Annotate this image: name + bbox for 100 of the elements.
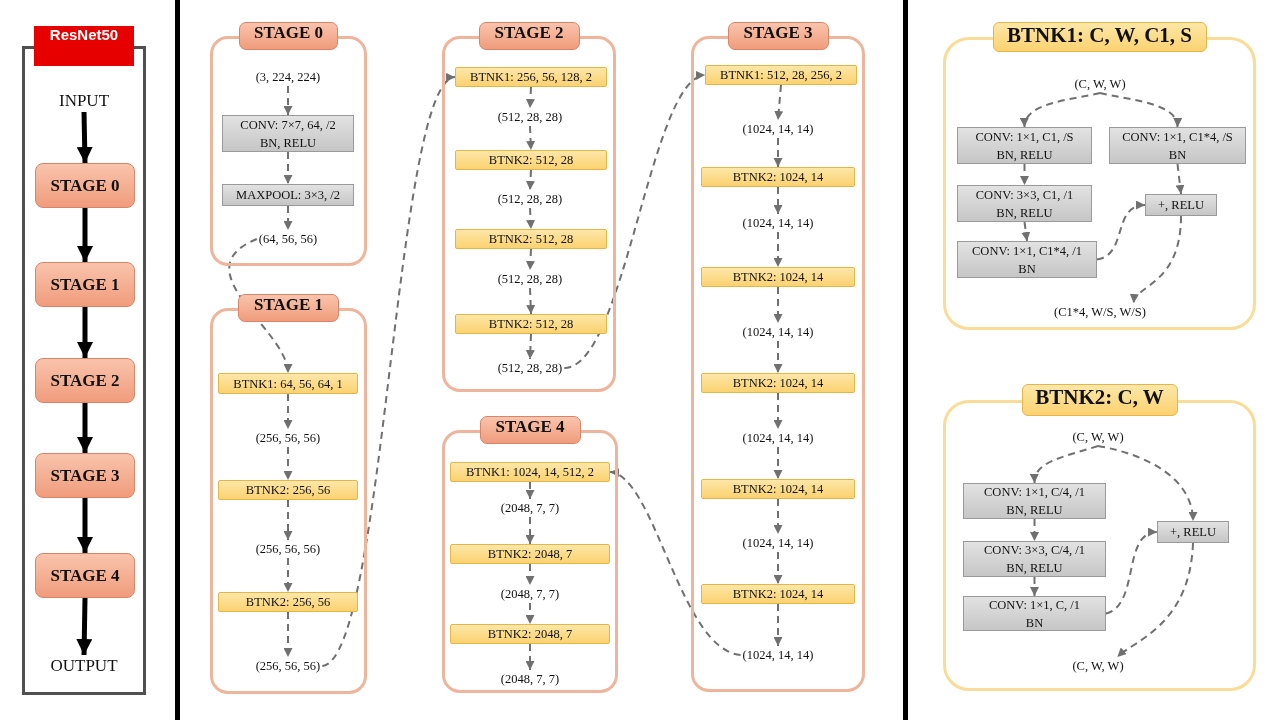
dashed-arrow [1116, 542, 1194, 658]
block-box: BTNK2: 1024, 14 [701, 373, 855, 393]
block-box: BTNK2: 1024, 14 [701, 167, 855, 187]
dashed-arrow [1131, 215, 1182, 304]
dashed-arrow [283, 205, 293, 231]
dashed-arrow [773, 286, 783, 324]
dashed-arrow [283, 85, 293, 116]
shape-label: (C, W, W) [1070, 428, 1126, 446]
shape-label: (1024, 14, 14) [740, 429, 816, 447]
shape-label: (1024, 14, 14) [740, 120, 816, 138]
dashed-arrow [773, 446, 783, 480]
block-box: BTNK2: 2048, 7 [450, 624, 610, 644]
shape-label: (C, W, W) [1072, 75, 1128, 93]
layer-box: CONV: 7×7, 64, /2 BN, RELU [222, 115, 354, 152]
shape-label: (3, 224, 224) [253, 68, 323, 86]
arrow [77, 403, 93, 453]
dashed-arrow [773, 392, 783, 430]
dashed-arrow [525, 86, 535, 109]
block-box: BTNK2: 1024, 14 [701, 584, 855, 604]
dashed-arrow [1030, 576, 1039, 597]
layer-box: CONV: 3×3, C1, /1 BN, RELU [957, 185, 1092, 222]
dashed-arrow [283, 446, 293, 481]
layer-box: CONV: 1×1, C1, /S BN, RELU [957, 127, 1092, 164]
dashed-arrow [773, 340, 783, 374]
shape-label: (2048, 7, 7) [498, 585, 562, 603]
stage-box: STAGE 0 [35, 163, 135, 208]
shape-label: (256, 56, 56) [253, 657, 323, 675]
shape-label: (2048, 7, 7) [498, 670, 562, 688]
dashed-arrow [1021, 221, 1031, 242]
dashed-arrow [773, 186, 783, 215]
block-box: BTNK2: 256, 56 [218, 592, 358, 612]
shape-label: (64, 56, 56) [256, 230, 320, 248]
dashed-arrow [525, 643, 535, 671]
shape-label: (512, 28, 28) [495, 108, 565, 126]
dashed-arrow [1021, 92, 1101, 128]
layer-box: CONV: 1×1, C1*4, /S BN [1109, 127, 1246, 164]
dashed-arrow [283, 499, 293, 541]
dashed-arrow [525, 602, 535, 625]
dashed-arrow [525, 516, 535, 545]
layer-box: +, RELU [1145, 194, 1217, 216]
dashed-arrow [1105, 529, 1158, 615]
block-box: BTNK2: 512, 28 [455, 229, 607, 249]
dashed-arrow [1020, 163, 1029, 186]
shape-label: (1024, 14, 14) [740, 323, 816, 341]
dashed-arrow [1097, 445, 1197, 522]
panel-title: BTNK2: C, W [1021, 384, 1178, 416]
block-box: BTNK1: 512, 28, 256, 2 [705, 65, 857, 85]
arrow [77, 498, 93, 553]
layer-box: CONV: 1×1, C/4, /1 BN, RELU [963, 483, 1106, 519]
stage-box: STAGE 2 [35, 358, 135, 403]
dashed-arrow [773, 603, 783, 647]
dashed-arrow [526, 207, 536, 230]
arrow [76, 597, 93, 656]
layer-box: CONV: 3×3, C/4, /1 BN, RELU [963, 541, 1106, 577]
shape-label: (512, 28, 28) [495, 190, 565, 208]
block-box: BTNK1: 256, 56, 128, 2 [455, 67, 607, 87]
dashed-arrow [321, 76, 456, 667]
panel-title: STAGE 4 [479, 416, 581, 444]
layer-box: CONV: 1×1, C, /1 BN [963, 596, 1106, 631]
layer-box: +, RELU [1157, 521, 1229, 543]
shape-label: (1024, 14, 14) [740, 214, 816, 232]
block-box: BTNK2: 256, 56 [218, 480, 358, 500]
dashed-arrow [1099, 92, 1181, 128]
dashed-arrow [525, 563, 535, 586]
dashed-arrow [1175, 163, 1185, 195]
shape-label: (C1*4, W/S, W/S) [1052, 303, 1148, 321]
dashed-arrow [228, 238, 291, 374]
shape-label: (1024, 14, 14) [740, 534, 816, 552]
dashed-arrow [774, 84, 784, 121]
block-box: BTNK1: 64, 56, 64, 1 [218, 373, 358, 394]
dashed-arrow [609, 471, 742, 656]
dashed-arrow [283, 393, 293, 430]
dashed-arrow [525, 169, 535, 191]
block-box: BTNK2: 1024, 14 [701, 479, 855, 499]
dashed-arrow [1030, 518, 1039, 542]
dashed-arrow [526, 125, 536, 151]
panel-title: STAGE 2 [478, 22, 580, 50]
io-label: OUTPUT [48, 655, 120, 677]
dashed-arrow [773, 498, 783, 535]
dashed-arrow [283, 611, 293, 658]
shape-label: (512, 28, 28) [495, 359, 565, 377]
layer-box: CONV: 1×1, C1*4, /1 BN [957, 241, 1097, 278]
panel-title: ResNet50 [34, 26, 134, 66]
shape-label: (256, 56, 56) [253, 429, 323, 447]
dashed-arrow [563, 74, 706, 369]
shape-label: (512, 28, 28) [495, 270, 565, 288]
shape-label: (1024, 14, 14) [740, 646, 816, 664]
dashed-arrow [283, 151, 293, 185]
layer-box: MAXPOOL: 3×3, /2 [222, 184, 354, 206]
arrow [76, 111, 93, 164]
dashed-arrow [773, 231, 783, 268]
dashed-arrow [1030, 445, 1099, 484]
stage-box: STAGE 3 [35, 453, 135, 498]
block-box: BTNK1: 1024, 14, 512, 2 [450, 462, 610, 482]
shape-label: (2048, 7, 7) [498, 499, 562, 517]
arrow [77, 208, 93, 262]
dashed-arrow [526, 287, 536, 315]
block-box: BTNK2: 1024, 14 [701, 267, 855, 287]
stage-box: STAGE 1 [35, 262, 135, 307]
dashed-arrow [1096, 201, 1146, 261]
